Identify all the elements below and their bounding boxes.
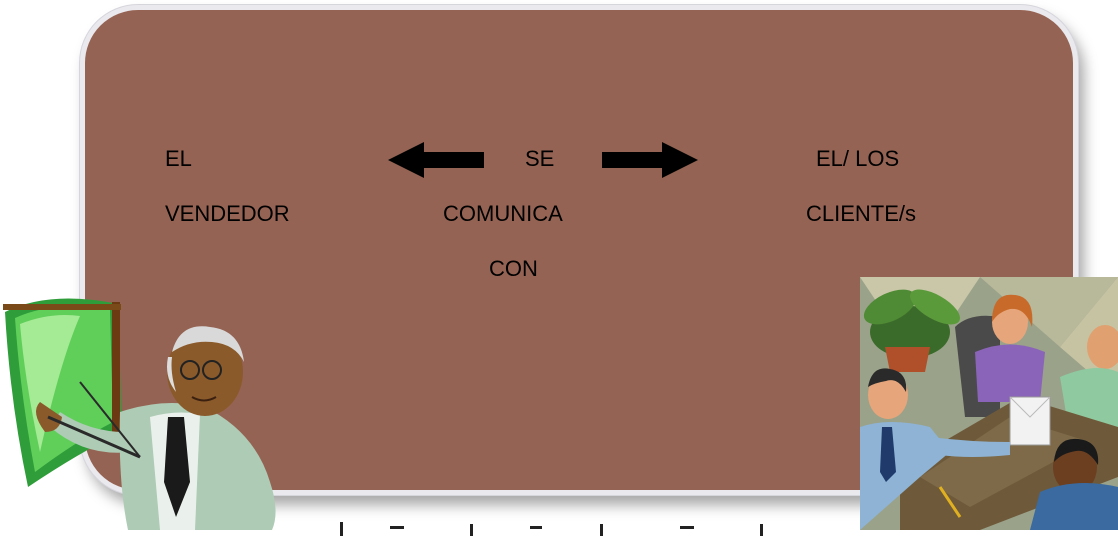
meeting-illustration xyxy=(860,277,1118,530)
arrow-left-icon xyxy=(388,142,484,178)
client-label-line2: CLIENTE/s xyxy=(806,201,917,226)
presenter-illustration xyxy=(3,298,276,530)
center-label-line3: CON xyxy=(489,256,538,281)
vendor-label-line2: VENDEDOR xyxy=(165,201,290,226)
arrow-right-icon xyxy=(602,142,698,178)
vendor-label-line1: EL xyxy=(165,146,192,171)
client-label-line1: EL/ LOS xyxy=(816,146,900,171)
caption-fragment xyxy=(340,522,763,536)
center-label-line1: SE xyxy=(525,146,555,171)
center-label-line2: COMUNICA xyxy=(443,201,563,226)
